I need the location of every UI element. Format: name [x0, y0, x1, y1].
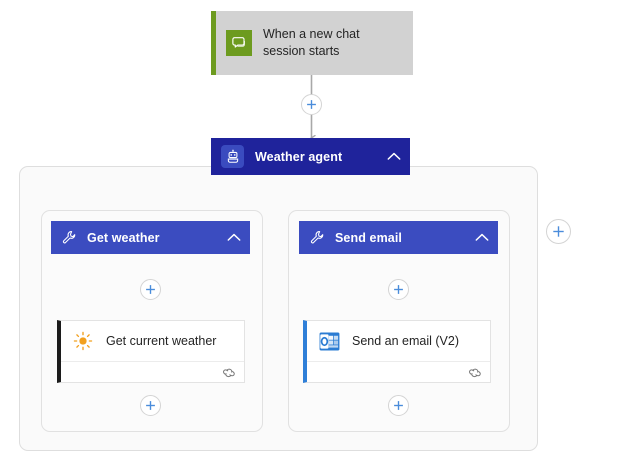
action-label-send-an-email: Send an email (V2): [352, 334, 460, 348]
trigger-node[interactable]: When a new chat session starts: [211, 11, 413, 75]
tool-header-get-weather[interactable]: Get weather: [51, 221, 250, 254]
plus-icon: [393, 284, 404, 295]
agent-label: Weather agent: [255, 149, 343, 164]
tool-label-get-weather: Get weather: [87, 230, 160, 245]
chevron-up-icon[interactable]: [475, 233, 489, 242]
action-card-send-an-email[interactable]: Send an email (V2): [303, 320, 491, 383]
add-step-button-end-get-weather[interactable]: [140, 395, 161, 416]
chevron-up-icon[interactable]: [227, 233, 241, 242]
robot-icon: [221, 145, 244, 168]
add-step-button-in-send-email[interactable]: [388, 279, 409, 300]
action-card-footer: [61, 361, 244, 383]
action-card-footer: [307, 361, 490, 383]
outlook-icon: [318, 330, 340, 352]
plus-icon: [306, 99, 317, 110]
chat-bubbles-icon: [226, 30, 252, 56]
add-step-button-after-trigger[interactable]: [301, 94, 322, 115]
add-tool-button[interactable]: [546, 219, 571, 244]
sun-icon: [72, 330, 94, 352]
wrench-icon: [62, 230, 77, 245]
trigger-label-line2: session starts: [263, 44, 340, 58]
add-step-button-in-get-weather[interactable]: [140, 279, 161, 300]
agent-node-weather-agent[interactable]: Weather agent: [211, 138, 410, 175]
action-card-body: Send an email (V2): [307, 321, 490, 361]
plus-icon: [145, 400, 156, 411]
trigger-label-line1: When a new chat: [263, 27, 360, 41]
action-card-get-current-weather[interactable]: Get current weather: [57, 320, 245, 383]
add-step-button-end-send-email[interactable]: [388, 395, 409, 416]
trigger-label: When a new chat session starts: [263, 26, 360, 60]
link-icon[interactable]: [468, 367, 482, 379]
action-card-body: Get current weather: [61, 321, 244, 361]
link-icon[interactable]: [222, 367, 236, 379]
tool-header-send-email[interactable]: Send email: [299, 221, 498, 254]
wrench-icon: [310, 230, 325, 245]
tool-label-send-email: Send email: [335, 230, 402, 245]
plus-icon: [145, 284, 156, 295]
chevron-up-icon[interactable]: [387, 152, 401, 161]
plus-icon: [552, 225, 565, 238]
action-label-get-current-weather: Get current weather: [106, 334, 217, 348]
plus-icon: [393, 400, 404, 411]
